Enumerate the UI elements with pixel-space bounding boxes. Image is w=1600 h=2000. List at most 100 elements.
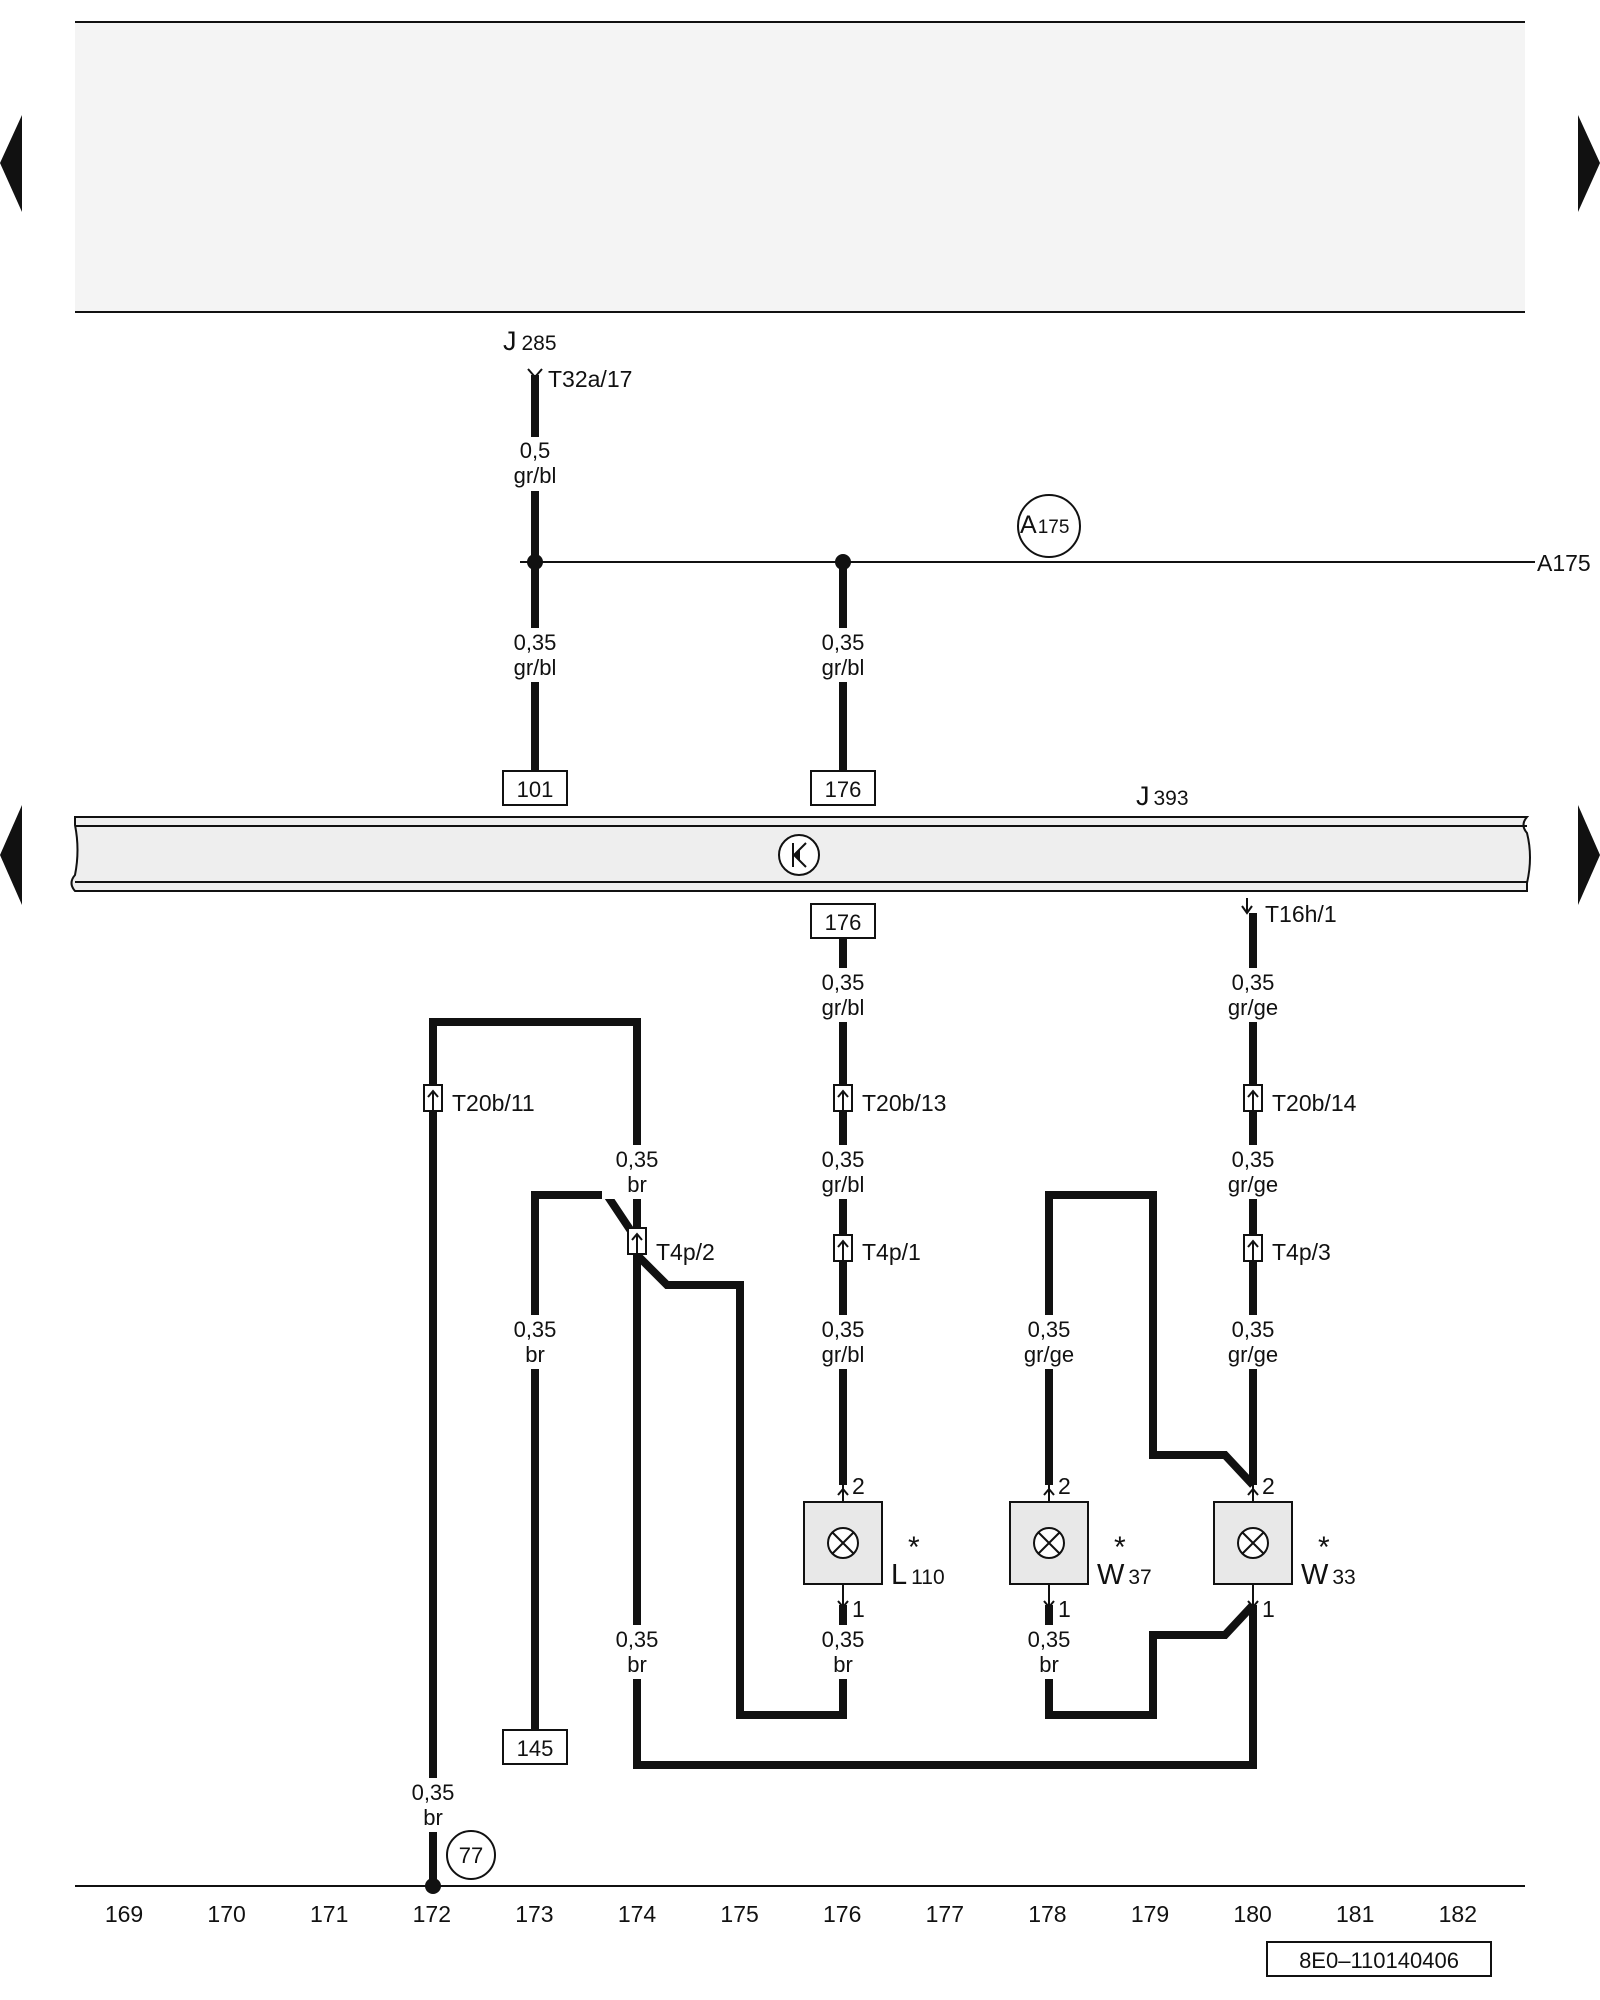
track-number: 182 bbox=[1439, 1901, 1477, 1927]
wire-size: 0,35 bbox=[1028, 1317, 1071, 1342]
terminal-t4p-3: T4p/3 bbox=[1272, 1239, 1331, 1265]
wire-size: 0,35 bbox=[822, 630, 865, 655]
pin-w37-top: 2 bbox=[1058, 1473, 1071, 1499]
ref-box-176-top-label: 176 bbox=[825, 777, 862, 802]
wire-color: gr/bl bbox=[822, 655, 865, 680]
wire-l110-ground bbox=[634, 1252, 847, 1719]
wire-color: br bbox=[423, 1805, 443, 1830]
wire-color: br bbox=[833, 1652, 853, 1677]
wire-color: br bbox=[627, 1172, 647, 1197]
track-number: 178 bbox=[1028, 1901, 1066, 1927]
wire-color: gr/bl bbox=[822, 995, 865, 1020]
pin-w33-top: 2 bbox=[1262, 1473, 1275, 1499]
wire-size: 0,35 bbox=[822, 1627, 865, 1652]
track-number: 171 bbox=[310, 1901, 348, 1927]
wire-color: gr/bl bbox=[514, 655, 557, 680]
terminal-t20b-13: T20b/13 bbox=[862, 1090, 946, 1116]
track-number: 177 bbox=[926, 1901, 964, 1927]
wire-color: gr/bl bbox=[822, 1172, 865, 1197]
terminal-t32a-17: T32a/17 bbox=[548, 366, 632, 392]
arrow-right-icon[interactable] bbox=[1578, 115, 1600, 212]
wire-color: gr/ge bbox=[1228, 1342, 1278, 1367]
ref-box-176-top bbox=[810, 770, 876, 806]
terminal-t20b-14: T20b/14 bbox=[1272, 1090, 1357, 1116]
component-l110-mark: * bbox=[908, 1531, 920, 1564]
wire-size: 0,35 bbox=[822, 970, 865, 995]
diagram-code: 8E0–110140406 bbox=[1299, 1948, 1459, 1973]
pin-l110-bottom: 1 bbox=[852, 1596, 865, 1622]
connection-a175-label: A175 bbox=[1020, 511, 1069, 539]
track-number-axis: 169 170 171 172 173 174 175 176 177 178 179 180 181 1… bbox=[105, 1901, 1477, 1927]
wire-size: 0,5 bbox=[520, 438, 551, 463]
ref-box-176-bottom-label: 176 bbox=[825, 910, 862, 935]
ref-box-145-label: 145 bbox=[517, 1736, 554, 1761]
wire-size: 0,35 bbox=[514, 630, 557, 655]
track-number: 173 bbox=[515, 1901, 553, 1927]
track-number: 176 bbox=[823, 1901, 861, 1927]
ref-box-101-label: 101 bbox=[517, 777, 554, 802]
track-number: 172 bbox=[413, 1901, 451, 1927]
arrow-right-icon[interactable] bbox=[1578, 805, 1600, 905]
component-w37 bbox=[1009, 1485, 1089, 1609]
line-end-label-a175: A175 bbox=[1537, 550, 1591, 576]
bulb-cross-circle-icon bbox=[827, 1527, 859, 1559]
wire-size: 0,35 bbox=[616, 1147, 659, 1172]
ref-box-145 bbox=[502, 1729, 568, 1765]
wire-color: gr/bl bbox=[822, 1342, 865, 1367]
track-number: 180 bbox=[1233, 1901, 1271, 1927]
wire-color: br bbox=[627, 1652, 647, 1677]
track-number: 175 bbox=[720, 1901, 758, 1927]
wire-size: 0,35 bbox=[1232, 970, 1275, 995]
wire-color: gr/ge bbox=[1024, 1342, 1074, 1367]
wire-size: 0,35 bbox=[514, 1317, 557, 1342]
terminal-t4p-2: T4p/2 bbox=[656, 1239, 715, 1265]
wire-color: gr/bl bbox=[514, 463, 557, 488]
wire-w37-top-loop bbox=[1045, 1191, 1256, 1488]
track-number: 179 bbox=[1131, 1901, 1169, 1927]
wire-size: 0,35 bbox=[1232, 1317, 1275, 1342]
ground-circle-77-label: 77 bbox=[459, 1843, 483, 1868]
track-number: 169 bbox=[105, 1901, 143, 1927]
arrow-left-icon[interactable] bbox=[0, 805, 22, 905]
wire-172-174-loop bbox=[429, 1018, 641, 1886]
diagram-code-box bbox=[1266, 1941, 1492, 1977]
component-l110 bbox=[803, 1485, 883, 1609]
wire-color: br bbox=[1039, 1652, 1059, 1677]
ref-box-176-bottom bbox=[810, 903, 876, 939]
wire-color: gr/ge bbox=[1228, 995, 1278, 1020]
component-w33 bbox=[1213, 1485, 1293, 1609]
wire-size: 0,35 bbox=[822, 1147, 865, 1172]
wire-size: 0,35 bbox=[616, 1627, 659, 1652]
ground-circle-77 bbox=[446, 1830, 496, 1880]
track-number: 181 bbox=[1336, 1901, 1374, 1927]
connection-a175-circle bbox=[1017, 494, 1081, 558]
track-number: 170 bbox=[207, 1901, 245, 1927]
terminal-t4p-1: T4p/1 bbox=[862, 1239, 921, 1265]
track-number: 174 bbox=[618, 1901, 657, 1927]
bulb-cross-circle-icon bbox=[1237, 1527, 1269, 1559]
pin-w33-bottom: 1 bbox=[1262, 1596, 1275, 1622]
wire-w33-ground bbox=[633, 1235, 1257, 1769]
terminal-t16h-1: T16h/1 bbox=[1265, 901, 1337, 927]
terminal-t20b-11: T20b/11 bbox=[452, 1090, 535, 1116]
arrow-left-icon[interactable] bbox=[0, 115, 22, 212]
wire-173 bbox=[531, 1191, 641, 1745]
pin-w37-bottom: 1 bbox=[1058, 1596, 1071, 1622]
pin-l110-top: 2 bbox=[852, 1473, 865, 1499]
wire-color: gr/ge bbox=[1228, 1172, 1278, 1197]
ref-box-101 bbox=[502, 770, 568, 806]
component-w33-mark: * bbox=[1318, 1531, 1330, 1564]
wire-color: br bbox=[525, 1342, 545, 1367]
wire-size: 0,35 bbox=[412, 1780, 455, 1805]
top-band bbox=[75, 22, 1525, 312]
connector-mark-icon bbox=[1241, 898, 1253, 915]
wire-w37-bottom bbox=[1045, 1602, 1256, 1719]
wire-size: 0,35 bbox=[1028, 1627, 1071, 1652]
k-circle-icon bbox=[778, 834, 820, 876]
